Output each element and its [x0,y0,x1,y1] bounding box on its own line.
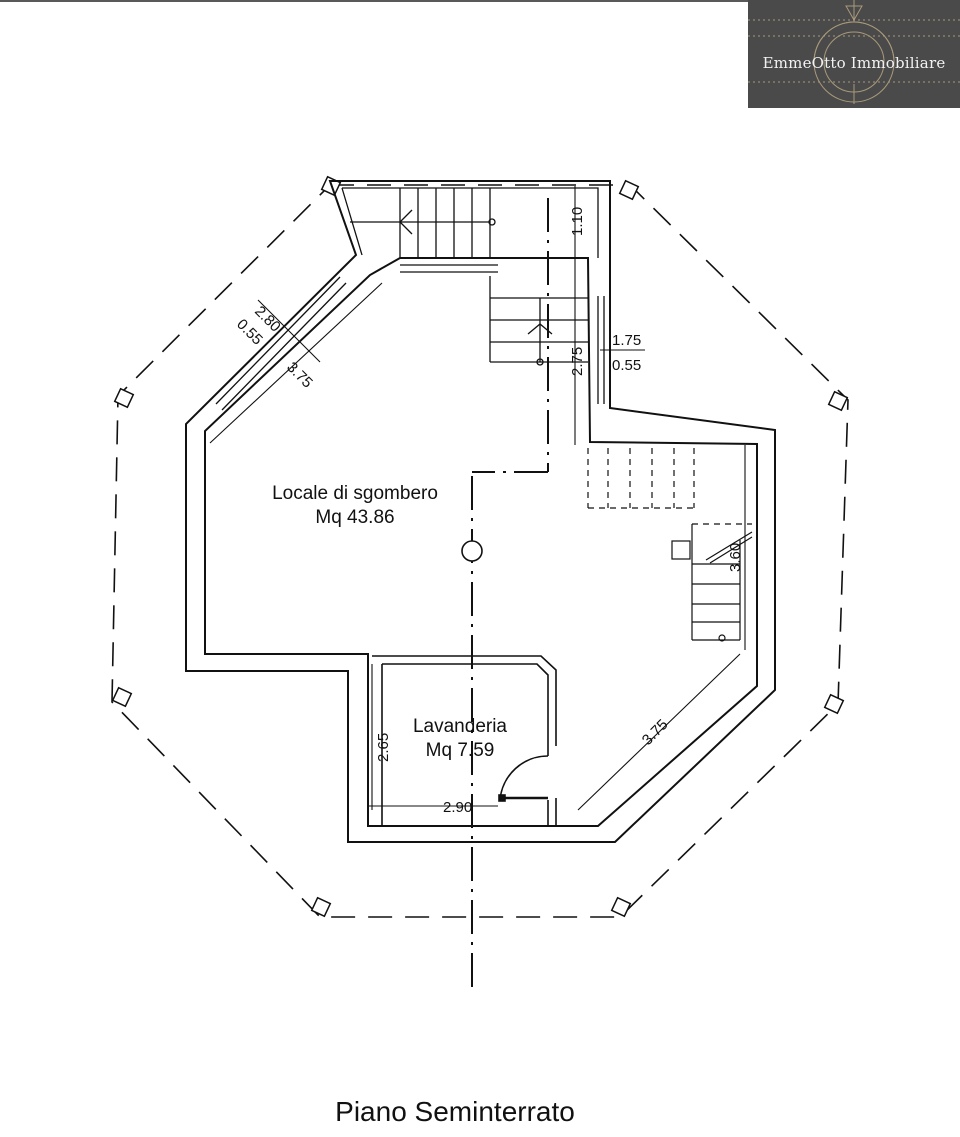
floor-title: Piano Seminterrato [335,1096,575,1127]
diagonal-window [215,276,347,411]
inner-wall [204,257,758,827]
dim-label: 3.60 [727,543,744,572]
central-column-icon [461,540,483,562]
laundry-room-walls [372,655,557,826]
right-staircase [587,448,753,642]
roof-outline-dashed [111,184,849,918]
dim-label: 3.75 [639,716,672,749]
top-staircase [341,187,599,273]
dim-label: 2.75 [569,347,586,376]
room-name: Locale di sgombero [272,483,438,504]
company-logo: EmmeOtto Immobiliare [748,0,960,108]
room-area: Mq 7.59 [425,740,495,761]
dimension-lines [209,186,746,811]
dim-label: 2.65 [375,733,392,762]
corner-pillars [111,175,849,918]
room-name: Lavanderia [412,716,508,737]
room-label-laundry: Lavanderia Mq 7.59 [390,715,530,763]
room-label-storage: Locale di sgombero Mq 43.86 [250,482,460,530]
room-area: Mq 43.86 [315,507,395,528]
dim-label: 1.10 [569,207,586,236]
dim-label: 3.75 [283,359,316,392]
logo-text: EmmeOtto Immobiliare [762,54,946,72]
sunburst-ornament-icon [748,0,960,104]
dim-label: 0.55 [612,357,641,374]
dim-label: 1.75 [612,332,641,349]
dim-label: 2.90 [443,799,472,816]
outer-wall [185,180,776,843]
